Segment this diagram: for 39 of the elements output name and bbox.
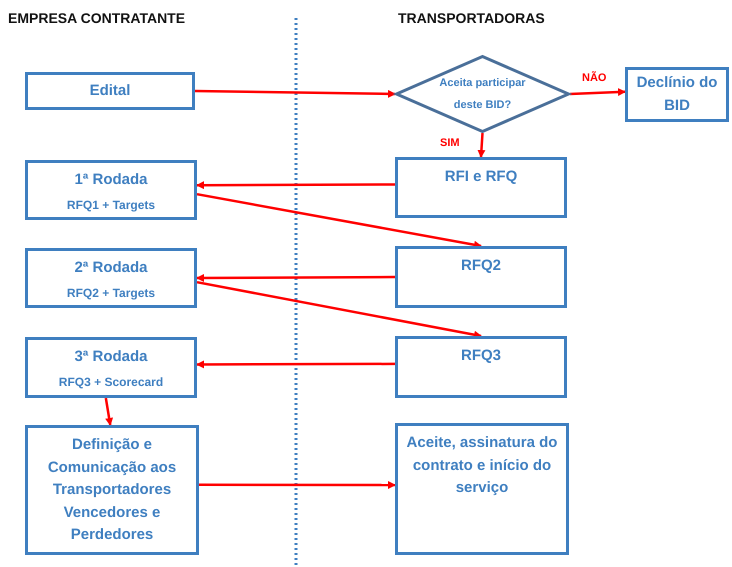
process-box bbox=[25, 160, 197, 220]
column-heading: TRANSPORTADORAS bbox=[398, 10, 545, 26]
box-subtext: RFQ2 + Targets bbox=[66, 286, 156, 300]
process-box bbox=[25, 72, 195, 110]
arrow bbox=[570, 88, 626, 96]
process-box bbox=[25, 248, 197, 308]
box-subtext: RFQ1 + Targets bbox=[66, 198, 156, 212]
process-box bbox=[25, 425, 199, 555]
arrow bbox=[104, 398, 114, 426]
box-subtext: RFQ3 + Scorecard bbox=[58, 374, 164, 388]
box-text: 2ª Rodada bbox=[74, 258, 148, 278]
arrow bbox=[196, 181, 395, 190]
arrow bbox=[194, 90, 396, 98]
box-text: 3ª Rodada bbox=[74, 347, 148, 367]
edge-label: SIM bbox=[438, 137, 462, 149]
box-text: Aceite, assinatura do contrato e início do serviço bbox=[406, 433, 558, 498]
box-text: RFI e RFQ bbox=[444, 167, 518, 187]
arrow bbox=[199, 481, 396, 490]
box-text: RFQ2 bbox=[460, 256, 501, 276]
box-text: RFQ3 bbox=[460, 346, 501, 366]
process-box bbox=[625, 67, 729, 122]
edge-label: NÃO bbox=[580, 72, 608, 84]
process-box bbox=[395, 336, 567, 398]
box-text: Declínio do BID bbox=[636, 73, 718, 116]
box-text: Aceita participar deste BID? bbox=[438, 76, 527, 113]
arrow bbox=[477, 132, 486, 158]
process-box bbox=[395, 246, 567, 308]
arrow bbox=[196, 280, 482, 339]
decision-diamond bbox=[395, 55, 570, 133]
process-box bbox=[395, 157, 567, 218]
column-heading: EMPRESA CONTRATANTE bbox=[8, 10, 186, 26]
arrow bbox=[196, 360, 395, 368]
process-box bbox=[25, 337, 197, 398]
box-text: 1ª Rodada bbox=[74, 170, 148, 190]
arrow bbox=[196, 274, 395, 282]
arrow bbox=[196, 192, 482, 249]
box-text: Edital bbox=[90, 80, 130, 101]
box-text: Definição e Comunicação aos Transportadores Vencedores e Perdedores bbox=[46, 435, 178, 545]
process-box bbox=[395, 423, 569, 555]
